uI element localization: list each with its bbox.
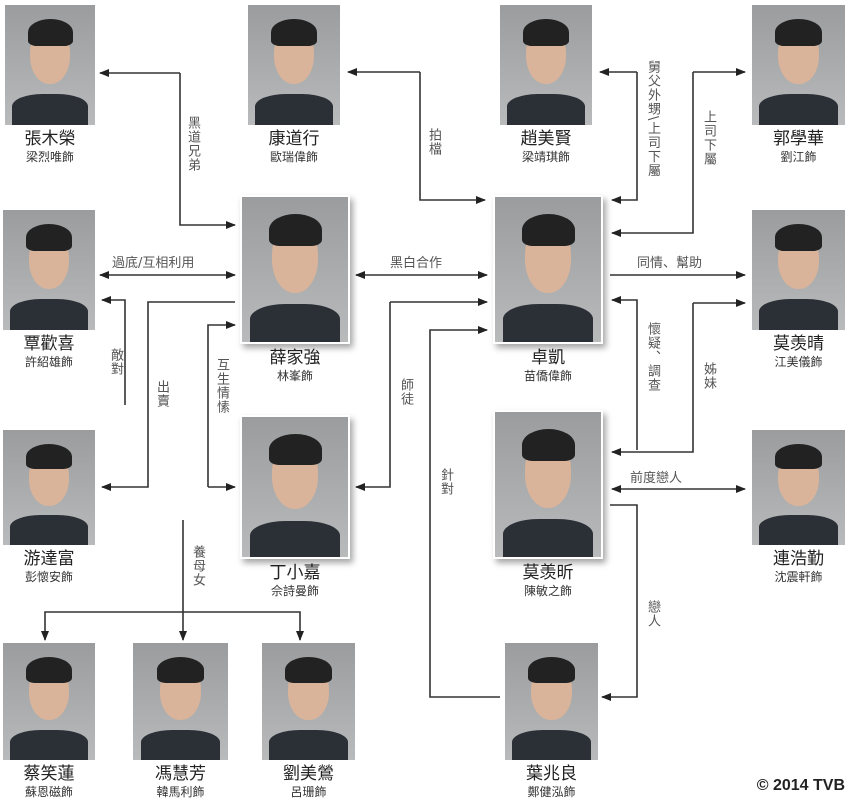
portrait-photo xyxy=(240,195,350,344)
label-zhendui: 針對 xyxy=(438,468,453,496)
actor-name: 江美儀飾 xyxy=(774,355,823,369)
label-didui: 敵對 xyxy=(108,348,123,376)
label-shitu: 師徒 xyxy=(398,378,413,406)
portrait-photo xyxy=(262,643,355,760)
character-name: 游達富 xyxy=(23,549,75,569)
actor-name: 蘇恩磁飾 xyxy=(24,785,73,799)
label-tongqing: 同情、幫助 xyxy=(637,256,703,271)
label-shangsi: 上司下屬 xyxy=(701,110,716,166)
edge-huaiyi xyxy=(611,296,638,450)
label-heidao: 黑道兄弟 xyxy=(185,116,200,172)
portrait-photo xyxy=(752,5,845,125)
actor-name: 呂珊飾 xyxy=(290,785,327,799)
character-name: 康道行 xyxy=(268,129,320,149)
character-card-you: 游達富 彭懷安飾 xyxy=(3,430,95,585)
character-name: 莫羡昕 xyxy=(522,563,574,583)
label-zimei: 姊妹 xyxy=(701,362,716,390)
label-huaiyi: 懷疑、調查 xyxy=(645,322,660,392)
edge-yangmu-left xyxy=(41,611,183,641)
character-name: 馮慧芳 xyxy=(155,764,206,784)
portrait-photo xyxy=(752,210,845,330)
edge-shitu xyxy=(355,302,391,491)
edge-heidao xyxy=(179,73,236,229)
portrait-photo xyxy=(3,210,95,330)
label-yangmu: 養母女 xyxy=(190,545,205,587)
character-card-kang: 康道行 歐瑞偉飾 xyxy=(248,5,340,165)
portrait-photo xyxy=(248,5,340,125)
character-card-tan: 覃歡喜 許紹雄飾 xyxy=(3,210,95,370)
actor-name: 沈震軒飾 xyxy=(774,570,823,584)
actor-name: 佘詩曼飾 xyxy=(270,584,319,598)
edge-lianren xyxy=(601,504,638,701)
character-name: 張木榮 xyxy=(24,129,76,149)
label-chumai: 出賣 xyxy=(154,380,169,408)
actor-name: 梁靖琪飾 xyxy=(521,150,570,164)
portrait-photo xyxy=(240,415,350,559)
portrait-photo xyxy=(493,410,603,559)
portrait-photo xyxy=(133,643,228,760)
character-name: 葉兆良 xyxy=(526,764,577,784)
actor-name: 鄭健泓飾 xyxy=(527,785,576,799)
character-card-liu: 劉美鶯 呂珊飾 xyxy=(262,643,355,799)
edge-chumai xyxy=(101,301,235,491)
actor-name: 許紹雄飾 xyxy=(24,355,73,369)
actor-name: 劉江飾 xyxy=(780,150,817,164)
edge-didui xyxy=(101,296,126,405)
character-name: 劉美鶯 xyxy=(283,764,334,784)
edge-zimei xyxy=(611,303,694,456)
edge-jiufu xyxy=(611,72,638,204)
character-card-xue: 薛家強 林峯飾 xyxy=(240,195,350,384)
character-card-moqing: 莫羡晴 江美儀飾 xyxy=(752,210,845,370)
label-husheng: 互生情愫 xyxy=(214,358,229,414)
character-name: 丁小嘉 xyxy=(269,563,321,583)
character-name: 莫羡晴 xyxy=(773,334,824,354)
label-lianren: 戀人 xyxy=(645,600,660,628)
character-card-lian: 連浩勤 沈震軒飾 xyxy=(752,430,845,585)
character-card-ding: 丁小嘉 佘詩曼飾 xyxy=(240,415,350,599)
portrait-photo xyxy=(500,5,592,125)
character-card-feng: 馮慧芳 韓馬利飾 xyxy=(133,643,228,799)
actor-name: 林峯飾 xyxy=(276,369,313,383)
edge-husheng xyxy=(207,321,236,487)
label-guodi: 過底/互相利用 xyxy=(112,256,195,271)
character-card-cai: 蔡笑蓮 蘇恩磁飾 xyxy=(3,643,95,799)
character-card-ye: 葉兆良 鄭健泓飾 xyxy=(505,643,598,799)
character-card-guo: 郭學華 劉江飾 xyxy=(752,5,845,165)
character-name: 卓凱 xyxy=(531,348,565,368)
character-card-zhao: 趙美賢 梁靖琪飾 xyxy=(500,5,592,165)
actor-name: 梁烈唯飾 xyxy=(25,150,74,164)
actor-name: 彭懷安飾 xyxy=(24,570,73,584)
portrait-photo xyxy=(5,5,95,125)
portrait-photo xyxy=(505,643,598,760)
character-name: 趙美賢 xyxy=(520,129,572,149)
label-jiufu: 舅父外甥\上司下屬 xyxy=(645,60,660,178)
actor-name: 陳敏之飾 xyxy=(523,584,572,598)
character-card-zhang: 張木榮 梁烈唯飾 xyxy=(5,5,95,165)
character-name: 薛家強 xyxy=(269,348,321,368)
label-paidang: 拍檔 xyxy=(426,128,441,156)
portrait-photo xyxy=(493,195,603,344)
character-name: 蔡笑蓮 xyxy=(23,764,75,784)
character-name: 郭學華 xyxy=(773,129,824,149)
character-card-moxin: 莫羡昕 陳敏之飾 xyxy=(493,410,603,599)
portrait-photo xyxy=(3,643,95,760)
actor-name: 歐瑞偉飾 xyxy=(269,150,318,164)
edge-zhendui xyxy=(429,326,500,698)
label-qiandu: 前度戀人 xyxy=(630,471,683,486)
edge-paidang xyxy=(419,72,486,204)
edge-yangmu-right xyxy=(183,611,304,641)
actor-name: 苗僑偉飾 xyxy=(523,369,572,383)
character-name: 覃歡喜 xyxy=(23,334,75,354)
actor-name: 韓馬利飾 xyxy=(156,785,205,799)
label-heibai: 黑白合作 xyxy=(390,256,443,271)
portrait-photo xyxy=(752,430,845,545)
character-card-zhuo: 卓凱 苗僑偉飾 xyxy=(493,195,603,384)
edge-shangsi xyxy=(611,72,694,237)
copyright: © 2014 TVB xyxy=(756,777,845,794)
portrait-photo xyxy=(3,430,95,545)
character-name: 連浩勤 xyxy=(773,549,824,569)
